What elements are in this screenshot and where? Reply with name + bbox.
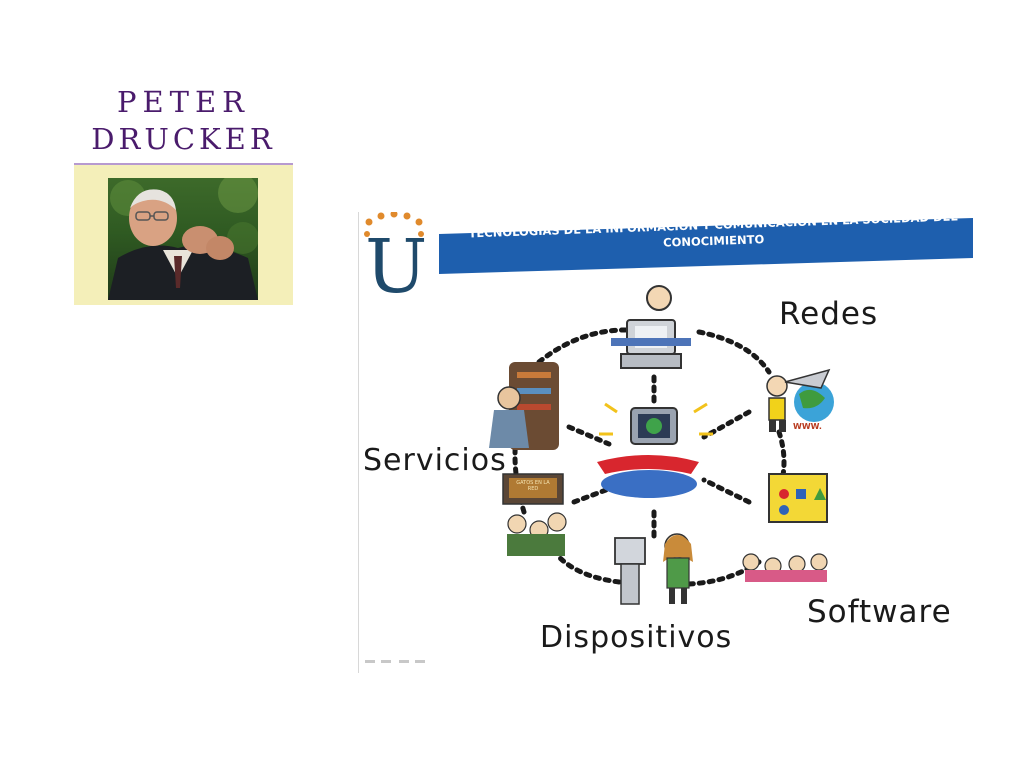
slide-footer-marks bbox=[365, 660, 425, 663]
label-software: Software bbox=[807, 594, 952, 630]
www-sign-text: WWW. bbox=[793, 422, 822, 431]
university-logo-letter: U bbox=[365, 224, 428, 310]
classroom-sign-text: GATOS EN LA RED bbox=[516, 480, 550, 492]
portrait-photo bbox=[108, 178, 258, 300]
book-title-line2: DRUCKER bbox=[91, 122, 276, 156]
software-board-icon bbox=[742, 473, 828, 582]
book-cover-image: PETER DRUCKER bbox=[74, 77, 293, 305]
logo-dots bbox=[364, 212, 424, 237]
network-globe-icon bbox=[766, 368, 834, 432]
devices-computer-icon bbox=[614, 533, 693, 605]
book-title-line1: PETER bbox=[116, 85, 251, 119]
library-services-icon bbox=[489, 362, 559, 450]
label-redes: Redes bbox=[779, 296, 879, 332]
portrait-illustration bbox=[108, 178, 258, 300]
ict-slide-image: U TECNOLOGIAS DE LA INFORMACION Y COMUNI… bbox=[358, 212, 973, 673]
slide-diagram bbox=[364, 212, 973, 663]
central-computer-icon bbox=[597, 402, 713, 498]
title-banner bbox=[439, 218, 973, 274]
classroom-icon bbox=[502, 473, 567, 556]
book-title: PETER DRUCKER bbox=[74, 77, 293, 165]
label-servicios: Servicios bbox=[363, 443, 507, 478]
computer-user-icon bbox=[611, 285, 691, 369]
label-dispositivos: Dispositivos bbox=[540, 620, 733, 655]
